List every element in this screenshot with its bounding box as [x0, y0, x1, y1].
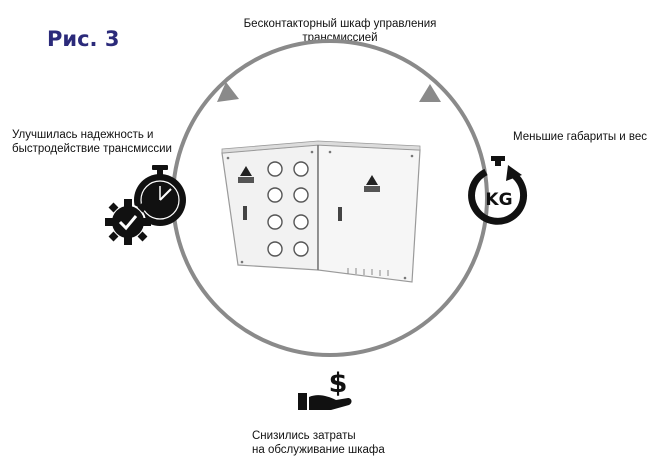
gear-tooth: [105, 218, 113, 226]
gear-tooth: [108, 202, 119, 213]
money-hand-icon: $: [298, 368, 352, 410]
warning-sign-right: [366, 175, 378, 185]
cabinet-screws: [226, 150, 414, 280]
check-mark-icon: [118, 215, 138, 231]
lamp: [293, 187, 309, 203]
caption-top-line1: Бесконтакторный шкаф управления: [243, 18, 437, 30]
money-dollar-sign: $: [329, 368, 348, 399]
gear-teeth: [105, 199, 151, 245]
caption-right: Меньшие габариты и вес: [513, 131, 648, 143]
lamp: [267, 187, 283, 203]
cabinet-vents: [347, 268, 389, 276]
hand-cuff: [298, 393, 307, 410]
caption-bottom-line2: на обслуживание шкафа: [252, 444, 385, 456]
warning-plate-left: [238, 177, 254, 183]
gear-tooth: [124, 199, 132, 207]
gear-outer: [110, 204, 146, 240]
gear-tooth: [124, 237, 132, 245]
handle-right: [338, 207, 342, 221]
gear-tooth: [108, 231, 119, 242]
caption-bottom-line1: Снизились затраты: [252, 430, 356, 442]
screw: [403, 276, 407, 280]
lamp: [293, 214, 309, 230]
weight-kg-icon: KG: [468, 156, 528, 225]
stopwatch-hand: [159, 188, 172, 201]
gear-tooth: [137, 231, 148, 242]
lamp: [267, 241, 283, 257]
weight-handle-stem: [495, 160, 501, 166]
hand-palm: [309, 395, 352, 410]
caption-left-line1: Улучшилась надежность и: [12, 129, 154, 141]
weight-handle: [491, 156, 505, 161]
lamp: [293, 241, 309, 257]
caption-bottom: Снизились затраты на обслуживание шкафа: [252, 429, 452, 457]
lamp: [267, 214, 283, 230]
stopwatch-stem: [157, 169, 163, 175]
caption-left-line2: быстродействие трансмиссии: [12, 143, 172, 155]
screw: [328, 150, 332, 154]
weight-arc-arrow: [506, 165, 522, 181]
lamp: [293, 161, 309, 177]
indicator-lamps: [267, 161, 309, 257]
cabinet-right-door: [317, 144, 421, 283]
weight-arc: [468, 168, 528, 225]
gear-tooth: [143, 218, 151, 226]
cycle-arrow-left: [217, 82, 239, 102]
lamp: [267, 161, 283, 177]
warning-plate-right: [364, 186, 380, 192]
stopwatch-face: [140, 180, 180, 220]
cycle-arrow-right: [419, 84, 441, 102]
gear-tooth: [137, 202, 148, 213]
screw: [226, 156, 230, 160]
handle-left: [243, 206, 247, 220]
stopwatch-gear-icon: [105, 165, 186, 245]
control-cabinet-image: [221, 140, 421, 283]
screw: [310, 150, 314, 154]
figure-label: Рис. 3: [47, 27, 120, 51]
caption-left: Улучшилась надежность и быстродействие т…: [12, 128, 212, 156]
screw: [240, 260, 244, 264]
screw: [410, 154, 414, 158]
stopwatch-crown: [152, 165, 168, 170]
warning-sign-left: [240, 166, 252, 176]
weight-kg-label: KG: [485, 190, 512, 210]
